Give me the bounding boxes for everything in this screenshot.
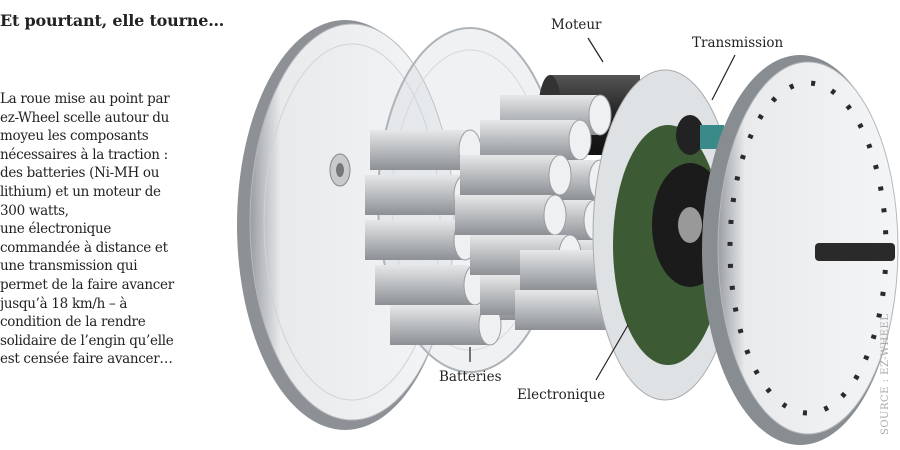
label-motor: Moteur [551, 17, 602, 33]
paragraph-line: une transmission qui [0, 258, 138, 275]
right-wheel-disc [702, 55, 899, 445]
paragraph-line: La roue mise au point par [0, 91, 170, 107]
paragraph-line: condition de la rendre [0, 314, 146, 331]
battery-cell [455, 195, 555, 235]
battery-cell-end [548, 154, 572, 196]
label-transmission: Transmission [692, 35, 784, 51]
description-paragraph: La roue mise au point par ez-Wheel scell… [0, 90, 174, 369]
paragraph-line: commandée à distance et [0, 239, 168, 256]
source-credit: SOURCE : EZ-WHEEL [880, 313, 891, 435]
paragraph-line: permet de la faire avancer [0, 276, 174, 293]
battery-pack [365, 94, 632, 346]
infographic-title: Et pourtant, elle tourne… [0, 11, 225, 30]
paragraph-line: ez-Wheel scelle autour du [0, 109, 170, 126]
paragraph-line: une électronique [0, 221, 112, 238]
battery-cell-end [588, 94, 612, 136]
battery-cell [365, 220, 465, 260]
battery-cell [370, 130, 470, 170]
paragraph-line: solidaire de l’engin qu’elle [0, 332, 174, 349]
paragraph-line: moyeu les composants [0, 128, 149, 145]
battery-cell [390, 305, 490, 345]
leader-lines [469, 37, 736, 381]
paragraph-line: des batteries (Ni-MH ou [0, 165, 160, 182]
paragraph-line: lithium) et un moteur de [0, 183, 161, 200]
label-electronics: Electronique [517, 387, 606, 403]
paragraph-line: jusqu’à 18 km/h – à [0, 295, 128, 312]
battery-cell [480, 120, 580, 160]
paragraph-line: 300 watts, [0, 202, 69, 219]
battery-cell [365, 175, 465, 215]
label-batteries: Batteries [439, 369, 502, 385]
battery-cell [460, 155, 560, 195]
battery-cell [375, 265, 475, 305]
paragraph-line: nécessaires à la traction : [0, 146, 168, 163]
battery-cell-end [568, 119, 592, 161]
paragraph-line: est censée faire avancer… [0, 351, 173, 368]
battery-cell-end [543, 194, 567, 236]
